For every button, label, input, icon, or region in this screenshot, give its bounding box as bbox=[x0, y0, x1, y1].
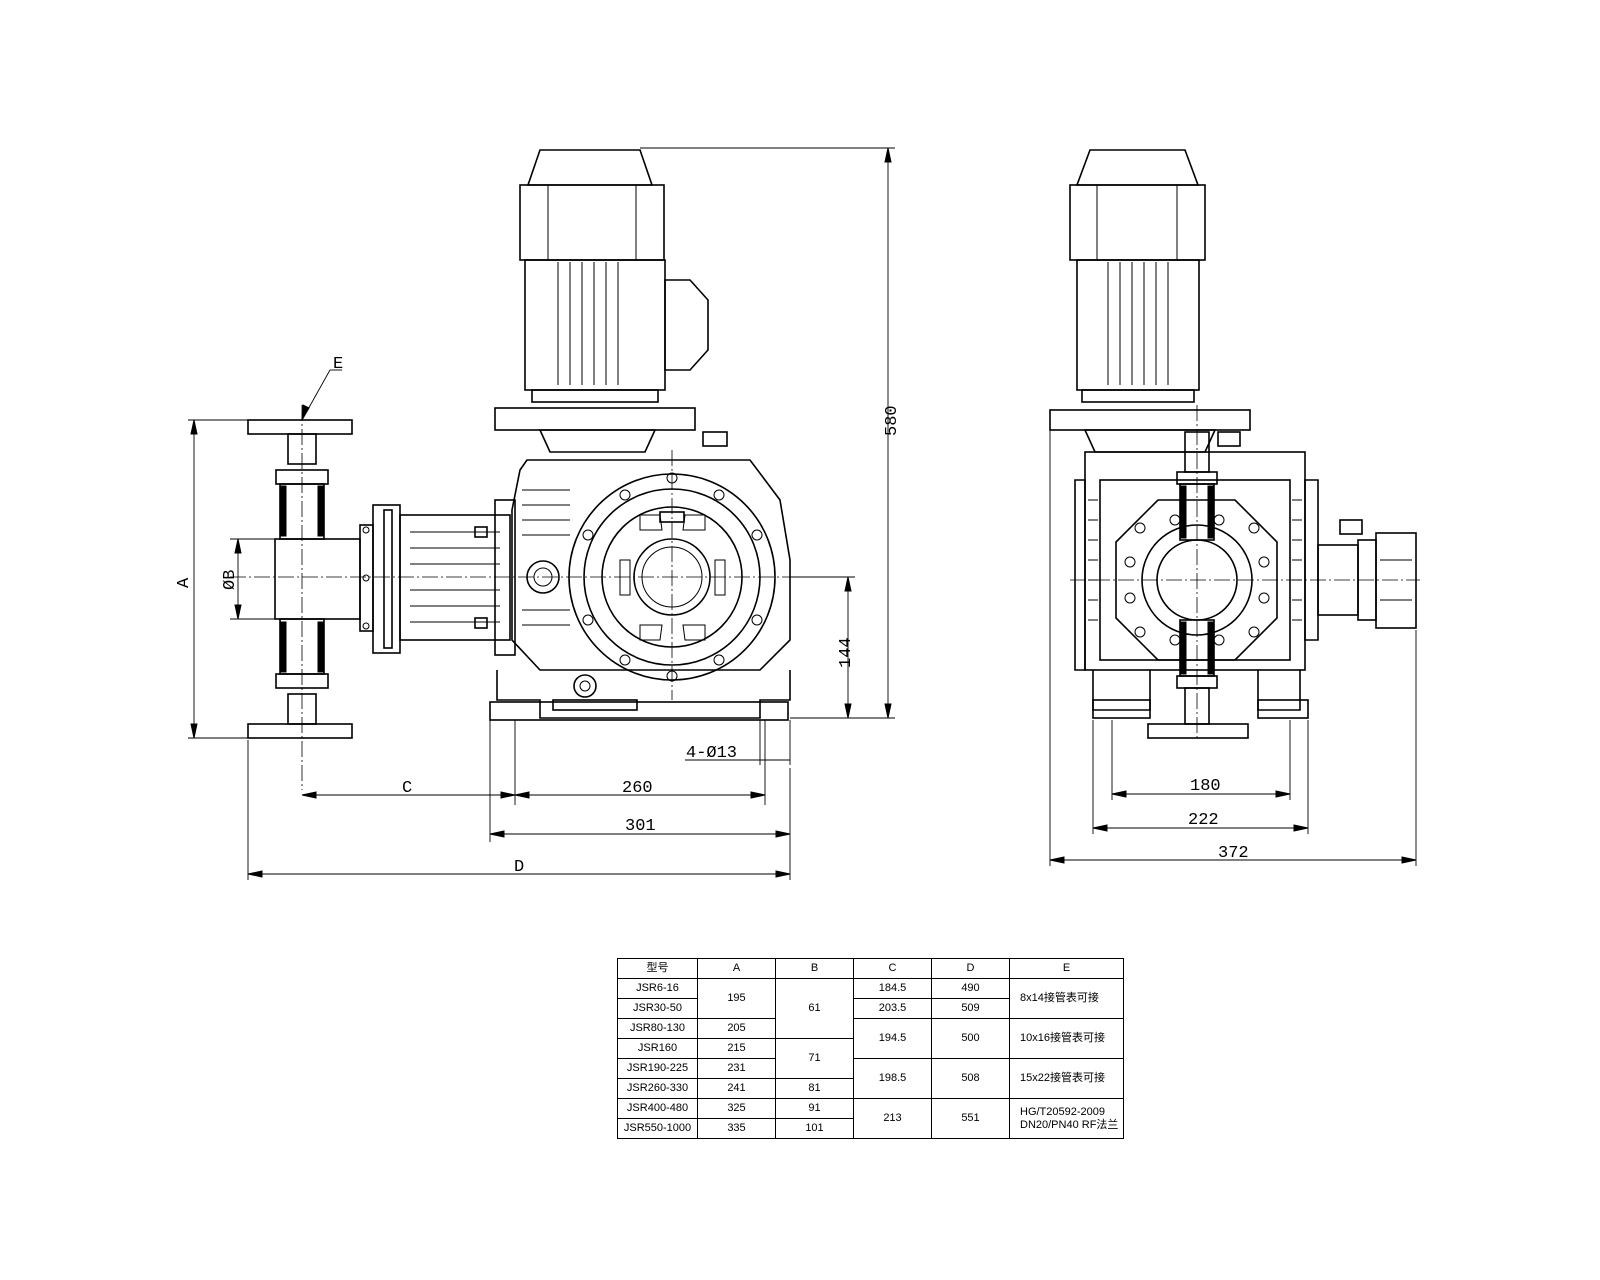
c-cell: 184.5 bbox=[853, 978, 932, 999]
model-cell: JSR80-130 bbox=[617, 1018, 698, 1039]
front-dimensions: 580 144 A ØB E 4-Ø13 bbox=[175, 147, 902, 880]
e-cell: 15x22接管表可接 bbox=[1009, 1058, 1124, 1099]
dim-holes-label: 4-Ø13 bbox=[686, 744, 737, 763]
d-cell: 508 bbox=[931, 1058, 1010, 1099]
a-cell: 215 bbox=[697, 1038, 776, 1059]
a-cell: 195 bbox=[697, 978, 776, 1019]
housing-ribs bbox=[522, 489, 570, 626]
d-cell: 509 bbox=[931, 998, 1010, 1019]
model-cell: JSR160 bbox=[617, 1038, 698, 1059]
plunger-fins bbox=[410, 531, 500, 623]
a-cell: 205 bbox=[697, 1018, 776, 1039]
e-cell: HG/T20592-2009 DN20/PN40 RF法兰 bbox=[1009, 1098, 1124, 1139]
front-view bbox=[230, 149, 800, 790]
spec-table: 型号 A B C D E JSR6-16 195 61 184.5 490 8x… bbox=[617, 958, 1124, 1139]
a-cell: 241 bbox=[697, 1078, 776, 1099]
c-cell: 203.5 bbox=[853, 998, 932, 1019]
table-row: JSR160 215 71 bbox=[617, 1038, 1124, 1079]
a-cell: 231 bbox=[697, 1058, 776, 1079]
pump-head bbox=[247, 419, 361, 739]
table-row: JSR400-480 325 91 213 551 HG/T20592-2009… bbox=[617, 1098, 1124, 1139]
cover-bolts bbox=[582, 472, 763, 682]
dim-301-label: 301 bbox=[625, 817, 656, 836]
dim-e-label: E bbox=[333, 355, 343, 374]
table-row: JSR550-1000 335 101 bbox=[617, 1118, 1124, 1139]
side-dimensions: 372 222 180 bbox=[1049, 420, 1417, 866]
a-cell: 335 bbox=[697, 1118, 776, 1139]
a-cell: 325 bbox=[697, 1098, 776, 1119]
dim-580-label: 580 bbox=[883, 405, 902, 436]
b-cell: 81 bbox=[775, 1078, 854, 1099]
c-cell: 194.5 bbox=[853, 1018, 932, 1059]
d-cell: 500 bbox=[931, 1018, 1010, 1059]
side-motor bbox=[1069, 149, 1206, 403]
dim-180-label: 180 bbox=[1190, 777, 1221, 796]
e-cell: 8x14接管表可接 bbox=[1009, 978, 1124, 1019]
model-cell: JSR260-330 bbox=[617, 1078, 698, 1099]
header-c: C bbox=[853, 958, 932, 979]
impeller-spokes bbox=[619, 514, 726, 641]
side-body bbox=[1074, 431, 1417, 739]
model-cell: JSR550-1000 bbox=[617, 1118, 698, 1139]
dim-222-label: 222 bbox=[1188, 811, 1219, 830]
b-cell: 91 bbox=[775, 1098, 854, 1119]
table-row: JSR80-130 205 194.5 500 10x16接管表可接 bbox=[617, 1018, 1124, 1059]
side-view bbox=[1049, 149, 1420, 740]
plunger-housing bbox=[359, 499, 516, 656]
table-row: JSR6-16 195 61 184.5 490 8x14接管表可接 bbox=[617, 978, 1124, 1039]
b-cell: 101 bbox=[775, 1118, 854, 1139]
dim-144-label: 144 bbox=[837, 637, 856, 668]
front-motor bbox=[519, 149, 709, 403]
motor-fins bbox=[557, 262, 619, 385]
header-e: E bbox=[1009, 958, 1124, 979]
dim-d-label: D bbox=[514, 858, 524, 877]
side-flange-bolts bbox=[1124, 514, 1270, 646]
front-base bbox=[489, 670, 791, 721]
gearbox bbox=[511, 459, 791, 698]
dim-260-label: 260 bbox=[622, 779, 653, 798]
b-cell: 61 bbox=[775, 978, 854, 1039]
c-cell: 198.5 bbox=[853, 1058, 932, 1099]
model-cell: JSR190-225 bbox=[617, 1058, 698, 1079]
dim-a-label: A bbox=[175, 577, 194, 588]
header-b: B bbox=[775, 958, 854, 979]
header-d: D bbox=[931, 958, 1010, 979]
model-cell: JSR30-50 bbox=[617, 998, 698, 1019]
c-cell: 213 bbox=[853, 1098, 932, 1139]
e-cell: 10x16接管表可接 bbox=[1009, 1018, 1124, 1059]
model-cell: JSR6-16 bbox=[617, 978, 698, 999]
header-model: 型号 bbox=[617, 958, 698, 979]
dim-b-label: ØB bbox=[221, 570, 240, 590]
model-cell: JSR400-480 bbox=[617, 1098, 698, 1119]
d-cell: 490 bbox=[931, 978, 1010, 999]
dim-c-label: C bbox=[402, 779, 412, 798]
d-cell: 551 bbox=[931, 1098, 1010, 1139]
side-ribs bbox=[1088, 499, 1302, 621]
b-cell: 71 bbox=[775, 1038, 854, 1079]
table-header-row: 型号 A B C D E bbox=[617, 958, 1124, 979]
table-row: JSR190-225 231 198.5 508 15x22接管表可接 bbox=[617, 1058, 1124, 1099]
dim-372-label: 372 bbox=[1218, 844, 1249, 863]
header-a: A bbox=[697, 958, 776, 979]
